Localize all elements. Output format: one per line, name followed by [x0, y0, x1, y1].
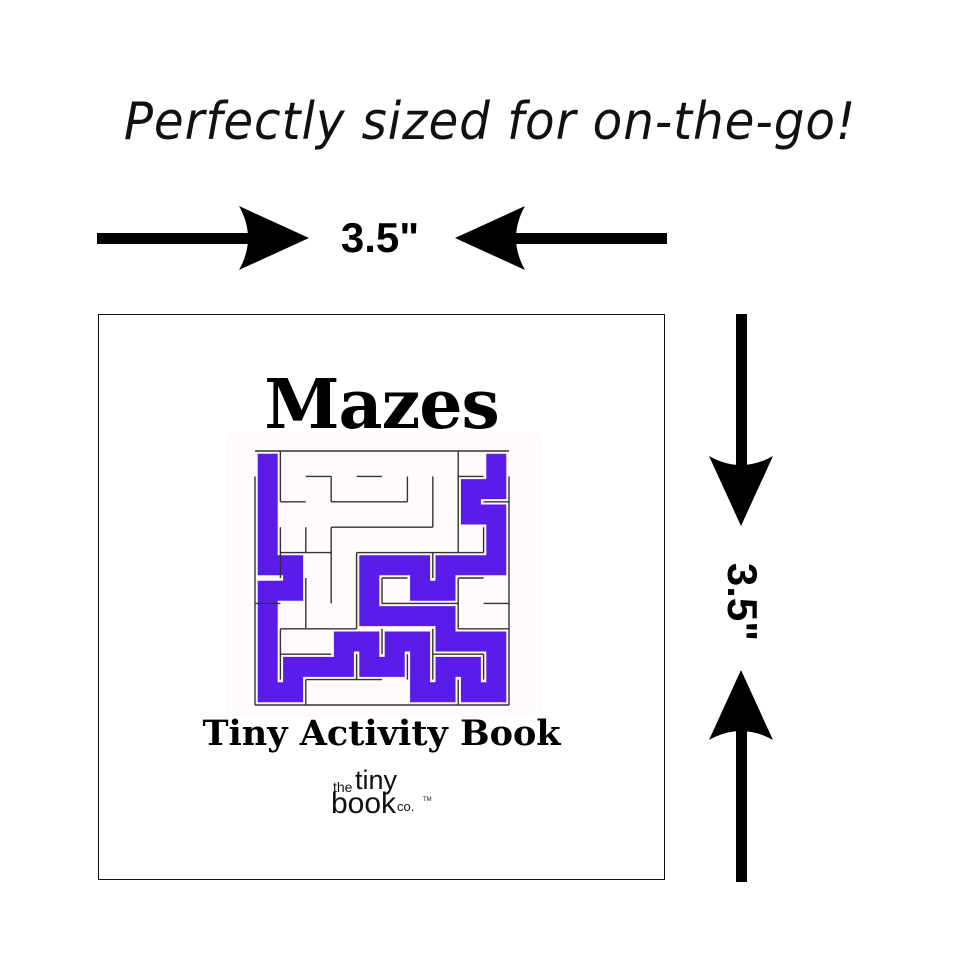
brand-tiny: tiny	[355, 765, 398, 795]
brand-co: co.	[397, 799, 415, 814]
maze-illustration	[254, 450, 510, 706]
book-cover: Mazes Tiny Activity Book the tiny book c…	[98, 314, 665, 880]
height-label: 3.5"	[719, 562, 766, 642]
maze-walls	[254, 450, 510, 706]
arrow-down-icon	[709, 314, 773, 526]
brand-the: the	[333, 779, 353, 795]
brand-book: book	[331, 787, 397, 820]
height-dimension-arrows	[709, 314, 773, 882]
arrow-right-icon	[97, 206, 309, 270]
brand-trademark: TM	[423, 797, 432, 803]
width-dimension-arrows	[97, 206, 667, 270]
arrow-left-icon	[455, 206, 667, 270]
headline: Perfectly sized for on-the-go!	[123, 92, 857, 152]
maze-solution-path	[257, 453, 507, 703]
arrow-up-icon	[709, 670, 773, 882]
cover-subtitle: Tiny Activity Book	[202, 713, 561, 754]
width-label: 3.5"	[340, 214, 420, 261]
brand-logo: the tiny book co. TM	[331, 765, 441, 823]
cover-title: Mazes	[264, 365, 500, 445]
